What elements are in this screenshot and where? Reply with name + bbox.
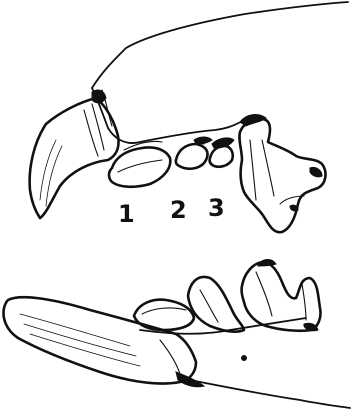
lower-jaw [4, 260, 350, 409]
tooth-label-2: 2 [170, 196, 187, 224]
upper-premolar-3 [194, 137, 234, 167]
foramen-dot [242, 356, 247, 361]
lower-premolar-1 [134, 300, 194, 330]
lower-carnassial [242, 260, 321, 331]
lower-mandible-outline [180, 378, 350, 408]
upper-skull-outline [92, 2, 348, 88]
upper-jaw: 1 2 3 [30, 2, 348, 232]
upper-premolar-2 [176, 143, 208, 168]
tooth-label-1: 1 [118, 200, 135, 228]
upper-carnassial [239, 115, 325, 233]
tooth-labels: 1 2 3 [118, 194, 225, 228]
lower-canine [4, 297, 204, 387]
upper-canine [30, 90, 119, 218]
upper-gum-line [92, 88, 248, 143]
tooth-label-3: 3 [208, 194, 225, 222]
lower-premolar-2 [188, 277, 244, 332]
